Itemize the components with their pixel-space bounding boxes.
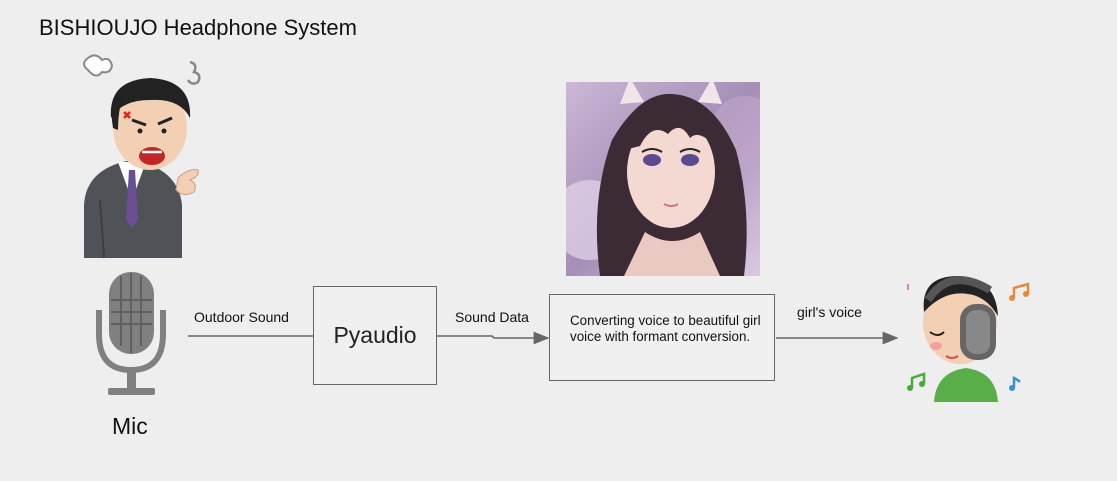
node-voice-converter-label: Converting voice to beautiful girl voice… bbox=[570, 313, 761, 344]
mic-label: Mic bbox=[112, 413, 148, 439]
edge-label-outdoor-sound: Outdoor Sound bbox=[194, 309, 289, 325]
anime-girl-portrait bbox=[566, 82, 760, 276]
edge-label-sound-data: Sound Data bbox=[455, 309, 529, 325]
microphone-icon bbox=[96, 272, 166, 395]
node-pyaudio-label: Pyaudio bbox=[333, 322, 417, 348]
edge-pyaudio-to-converter bbox=[437, 331, 550, 345]
node-voice-converter: Converting voice to beautiful girl voice… bbox=[549, 294, 775, 381]
node-pyaudio: Pyaudio bbox=[313, 286, 437, 385]
angry-businessman-icon bbox=[83, 54, 201, 259]
page-title: BISHIOUJO Headphone System bbox=[39, 15, 357, 40]
listener-with-headphones-icon bbox=[907, 276, 1030, 402]
edge-label-girls-voice: girl's voice bbox=[797, 304, 862, 320]
